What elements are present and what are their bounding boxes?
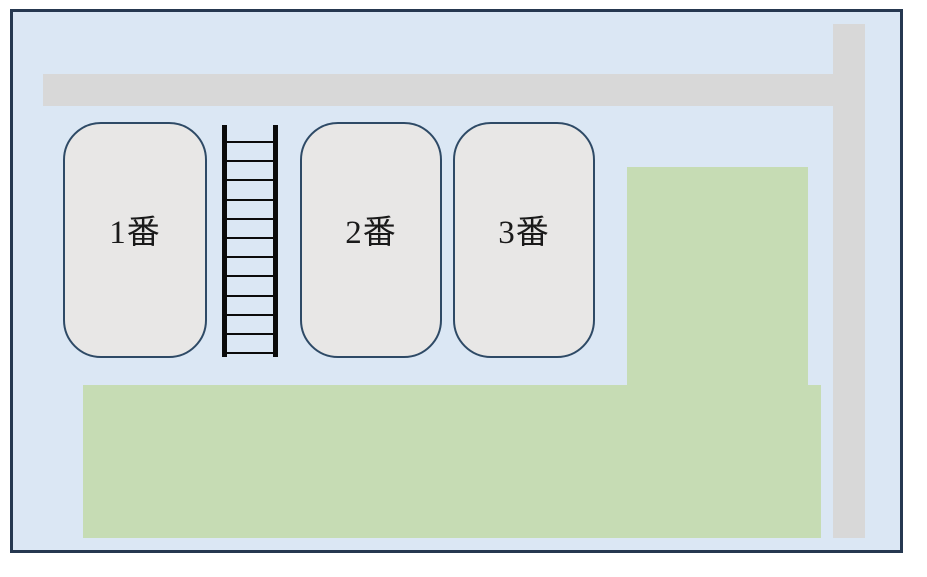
ladder-rung [225, 237, 275, 239]
ladder-rung [225, 217, 275, 220]
ladder-rung [225, 313, 275, 316]
ladder-rung [225, 198, 275, 201]
parking-spot-3-label: 3番 [498, 215, 550, 251]
ladder-rung [225, 256, 275, 259]
ladder-rung [225, 333, 275, 335]
ladder-rung [225, 294, 275, 297]
ladder-rung [225, 352, 275, 355]
parking-spot-1-label: 1番 [109, 215, 161, 251]
parking-spot-1: 1番 [63, 122, 207, 358]
parking-spot-2-label: 2番 [345, 215, 397, 251]
ladder-rung [225, 179, 275, 182]
grass-area-lower [83, 385, 821, 538]
site-map: 1番 2番 3番 [10, 9, 903, 553]
parking-spot-3: 3番 [453, 122, 595, 358]
parking-spot-2: 2番 [300, 122, 442, 358]
ladder-icon [222, 125, 278, 357]
ladder-rung [225, 141, 275, 143]
grass-area-upper [627, 167, 808, 397]
road-horizontal [43, 74, 865, 106]
ladder-rung [225, 275, 275, 278]
road-vertical [833, 24, 865, 538]
ladder-rung [225, 160, 275, 163]
